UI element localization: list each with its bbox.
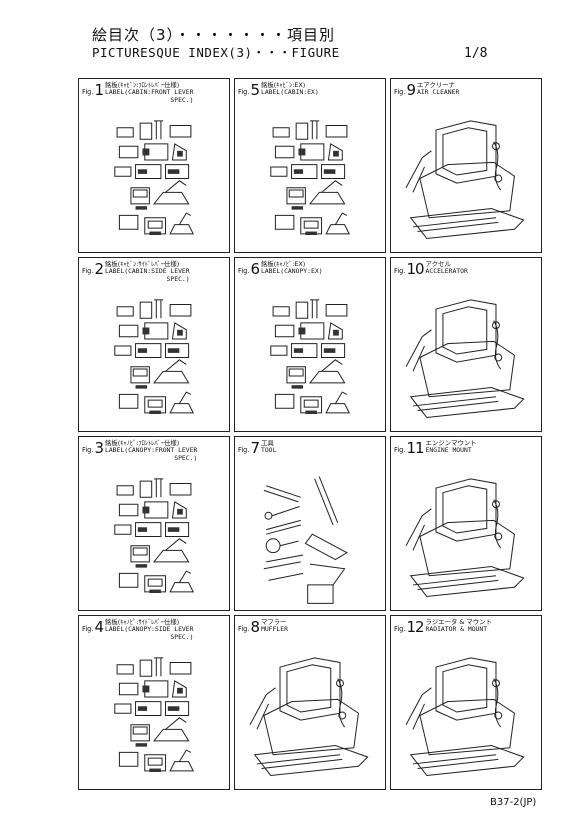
figure-cell[interactable]: Fig. 6 銘板(ｷｬﾉﾋﾟ:EX) LABEL(CANOPY:EX) [234,257,386,432]
fig-prefix: Fig. [238,88,250,96]
figure-cell[interactable]: Fig. 4 銘板(ｷｬﾉﾋﾟ:ｻｲﾄﾞﾚﾊﾞｰ仕様) LABEL(CANOPY… [78,615,230,790]
excavator-accelerator-icon [391,286,541,429]
fig-title-jp: マフラー [260,618,287,626]
fig-number: 11 [406,439,424,457]
fig-title-spec: SPEC.) [170,95,194,104]
figure-cell[interactable]: Fig. 9 エアクリーナ AIR CLEANER [390,78,542,253]
fig-number: 9 [406,81,415,99]
fig-number: 4 [94,618,103,636]
figure-caption: Fig. 12 ラジエータ & マウント RADIATOR & MOUNT [394,618,492,636]
fig-prefix: Fig. [394,88,406,96]
fig-title-jp: 銘板(ｷｬﾉﾋﾟ:ﾌﾛﾝﾄﾚﾊﾞｰ仕様) [104,439,180,447]
figure-caption: Fig. 2 銘板(ｷｬﾋﾞﾝ:ｻｲﾄﾞﾚﾊﾞｰ仕様) LABEL(CABIN:… [82,260,190,283]
page-title-en: PICTURESQUE INDEX(3)・・・FIGURE [92,45,340,60]
fig-title-spec: SPEC.) [170,632,194,641]
figure-cell[interactable]: Fig. 3 銘板(ｷｬﾉﾋﾟ:ﾌﾛﾝﾄﾚﾊﾞｰ仕様) LABEL(CANOPY… [78,436,230,611]
label-sheet-icon [79,107,229,236]
fig-prefix: Fig. [238,446,250,454]
figure-cell[interactable]: Fig. 11 エンジンマウント ENGINE MOUNT [390,436,542,611]
figure-cell[interactable]: Fig. 7 工具 TOOL [234,436,386,611]
fig-title-jp: エンジンマウント [425,439,477,447]
fig-title-en: LABEL(CANOPY:FRONT LEVER [104,446,198,455]
fig-number: 12 [406,618,424,636]
fig-title-en: ACCELERATOR [425,267,468,276]
document-code: B37-2(JP) [490,797,537,808]
excavator-muffler-icon [235,644,385,787]
fig-number: 8 [250,618,259,636]
fig-title-jp: 銘板(ｷｬﾉﾋﾟ:EX) [260,260,306,268]
fig-prefix: Fig. [394,625,406,633]
label-sheet-icon [79,465,229,594]
figure-caption: Fig. 9 エアクリーナ AIR CLEANER [394,81,460,99]
tool-set-icon [235,465,385,608]
fig-title-jp: 銘板(ｷｬﾋﾞﾝ:EX) [260,81,306,89]
page-title-jp: 絵目次（3）・・・・・・・項目別 [92,26,336,44]
figure-caption: Fig. 8 マフラー MUFFLER [238,618,288,636]
fig-title-en: LABEL(CABIN:FRONT LEVER [104,88,194,97]
fig-prefix: Fig. [82,446,94,454]
label-sheet-icon [79,644,229,773]
fig-title-jp: 銘板(ｷｬﾋﾞﾝ:ｻｲﾄﾞﾚﾊﾞｰ仕様) [104,260,180,268]
fig-title-en: TOOL [260,446,277,455]
label-sheet-icon [235,107,385,236]
fig-number: 6 [250,260,259,278]
label-sheet-icon [79,286,229,415]
figure-cell[interactable]: Fig. 8 マフラー MUFFLER [234,615,386,790]
fig-title-en: LABEL(CANOPY:SIDE LEVER [104,625,194,634]
fig-title-spec: SPEC.) [174,453,198,462]
label-sheet-icon [235,286,385,415]
fig-title-jp: ラジエータ & マウント [425,618,492,626]
fig-prefix: Fig. [82,267,94,275]
figure-caption: Fig. 11 エンジンマウント ENGINE MOUNT [394,439,477,457]
figure-caption: Fig. 6 銘板(ｷｬﾉﾋﾟ:EX) LABEL(CANOPY:EX) [238,260,323,278]
fig-title-jp: 銘板(ｷｬﾉﾋﾟ:ｻｲﾄﾞﾚﾊﾞｰ仕様) [104,618,180,626]
fig-prefix: Fig. [394,446,406,454]
figure-caption: Fig. 7 工具 TOOL [238,439,277,457]
figure-caption: Fig. 3 銘板(ｷｬﾉﾋﾟ:ﾌﾛﾝﾄﾚﾊﾞｰ仕様) LABEL(CANOPY… [82,439,198,462]
fig-number: 5 [250,81,259,99]
fig-title-jp: 銘板(ｷｬﾋﾞﾝ:ﾌﾛﾝﾄﾚﾊﾞｰ仕様) [104,81,180,89]
figure-cell[interactable]: Fig. 12 ラジエータ & マウント RADIATOR & MOUNT [390,615,542,790]
figure-grid: Fig. 1 銘板(ｷｬﾋﾞﾝ:ﾌﾛﾝﾄﾚﾊﾞｰ仕様) LABEL(CABIN:… [78,78,542,790]
fig-number: 2 [94,260,103,278]
fig-title-jp: エアクリーナ [416,81,456,89]
fig-title-en: AIR CLEANER [416,88,460,97]
figure-cell[interactable]: Fig. 5 銘板(ｷｬﾋﾞﾝ:EX) LABEL(CABIN:EX) [234,78,386,253]
fig-title-spec: SPEC.) [166,274,190,283]
fig-prefix: Fig. [238,267,250,275]
excavator-air-cleaner-icon [391,107,541,250]
figure-caption: Fig. 10 アクセル ACCELERATOR [394,260,468,278]
excavator-radiator-icon [391,644,541,787]
fig-title-en: ENGINE MOUNT [425,446,472,455]
fig-prefix: Fig. [82,88,94,96]
fig-number: 3 [94,439,103,457]
fig-number: 7 [250,439,259,457]
fig-title-en: LABEL(CANOPY:EX) [260,267,323,276]
excavator-engine-mount-icon [391,465,541,608]
fig-title-en: RADIATOR & MOUNT [425,625,488,634]
fig-title-jp: 工具 [260,439,274,447]
fig-prefix: Fig. [82,625,94,633]
fig-title-en: LABEL(CABIN:SIDE LEVER [104,267,190,276]
fig-number: 10 [406,260,424,278]
fig-title-en: MUFFLER [260,625,288,634]
figure-caption: Fig. 4 銘板(ｷｬﾉﾋﾟ:ｻｲﾄﾞﾚﾊﾞｰ仕様) LABEL(CANOPY… [82,618,194,641]
figure-caption: Fig. 5 銘板(ｷｬﾋﾞﾝ:EX) LABEL(CABIN:EX) [238,81,319,99]
figure-caption: Fig. 1 銘板(ｷｬﾋﾞﾝ:ﾌﾛﾝﾄﾚﾊﾞｰ仕様) LABEL(CABIN:… [82,81,194,104]
fig-prefix: Fig. [394,267,406,275]
fig-number: 1 [94,81,103,99]
figure-cell[interactable]: Fig. 10 アクセル ACCELERATOR [390,257,542,432]
figure-cell[interactable]: Fig. 1 銘板(ｷｬﾋﾞﾝ:ﾌﾛﾝﾄﾚﾊﾞｰ仕様) LABEL(CABIN:… [78,78,230,253]
fig-title-jp: アクセル [425,260,451,268]
figure-cell[interactable]: Fig. 2 銘板(ｷｬﾋﾞﾝ:ｻｲﾄﾞﾚﾊﾞｰ仕様) LABEL(CABIN:… [78,257,230,432]
fig-prefix: Fig. [238,625,250,633]
page-number: 1/8 [464,46,488,61]
fig-title-en: LABEL(CABIN:EX) [260,88,319,97]
